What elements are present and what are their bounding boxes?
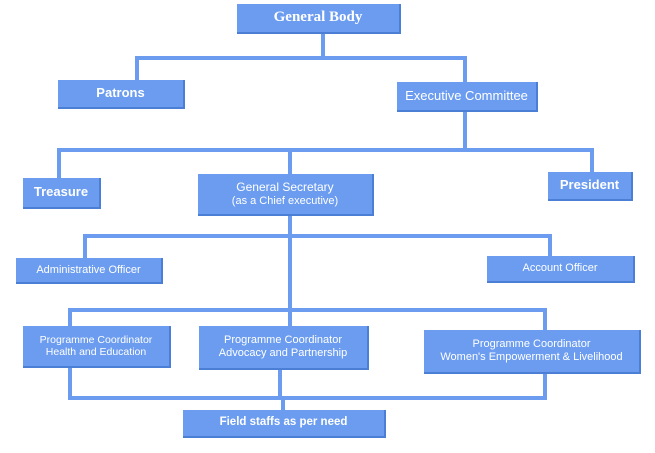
executive-committee-label: Executive Committee [405, 87, 528, 103]
treasure-label: Treasure [33, 184, 89, 200]
president-label: President [559, 177, 620, 193]
executive-committee-box: Executive Committee [397, 82, 538, 112]
general-secretary-label: General Secretary [236, 179, 334, 194]
administrative-officer-label: Administrative Officer [36, 263, 141, 276]
patrons-box: Patrons [58, 80, 185, 109]
programme-coordinator-health-sub: Health and Education [45, 346, 147, 358]
president-box: President [548, 172, 633, 201]
account-officer-label: Account Officer [522, 262, 598, 275]
programme-coordinator-advocacy-sub: Advocacy and Partnership [218, 347, 348, 359]
field-staffs-label: Field staffs as per need [219, 416, 348, 429]
account-officer-box: Account Officer [487, 256, 635, 283]
general-secretary-box: General Secretary (as a Chief executive) [198, 174, 374, 216]
patrons-label: Patrons [96, 85, 145, 101]
programme-coordinator-advocacy-box: Programme Coordinator Advocacy and Partn… [199, 326, 369, 370]
administrative-officer-box: Administrative Officer [16, 258, 163, 284]
programme-coordinator-women-box: Programme Coordinator Women's Empowermen… [424, 330, 641, 374]
programme-coordinator-women-title: Programme Coordinator [472, 338, 591, 351]
general-body-label: General Body [273, 9, 363, 26]
programme-coordinator-health-title: Programme Coordinator [39, 333, 153, 346]
programme-coordinator-advocacy-title: Programme Coordinator [224, 334, 342, 347]
general-body-box: General Body [237, 4, 401, 34]
programme-coordinator-women-sub: Women's Empowerment & Livelihood [440, 351, 623, 363]
programme-coordinator-health-box: Programme Coordinator Health and Educati… [23, 326, 171, 368]
general-secretary-sub: (as a Chief executive) [231, 194, 339, 207]
field-staffs-box: Field staffs as per need [183, 410, 386, 438]
treasure-box: Treasure [23, 178, 101, 209]
